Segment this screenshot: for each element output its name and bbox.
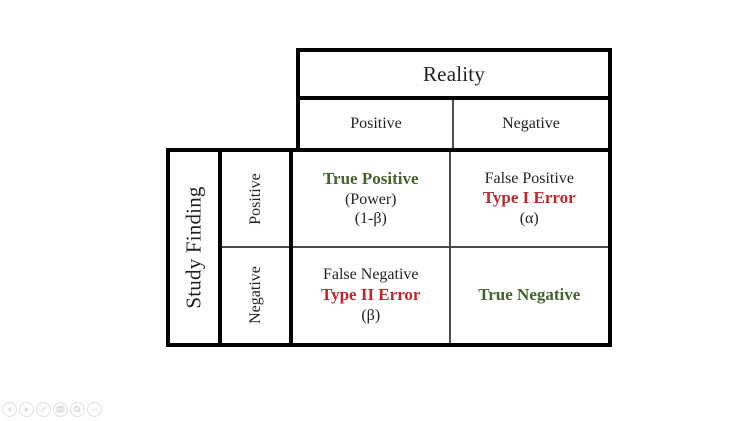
matrix-row-positive: True Positive (Power) (1-β) False Positi… <box>293 152 608 248</box>
pen-icon[interactable] <box>36 401 51 417</box>
matrix-body-block: Study Finding Positive Negative True Pos… <box>166 148 612 347</box>
cell-true-positive: True Positive (Power) (1-β) <box>293 152 451 246</box>
matrix-row-negative: False Negative Type II Error (β) True Ne… <box>293 247 609 344</box>
previous-icon[interactable] <box>2 401 17 417</box>
cell-true-positive-line-1: True Positive <box>322 168 419 188</box>
reality-subcolumn-positive: Positive <box>300 100 454 148</box>
cell-false-negative-line-3: (β) <box>361 306 381 324</box>
viewer-toolbar[interactable] <box>2 400 102 418</box>
cell-false-negative-line-1: False Negative <box>322 266 419 284</box>
cell-false-positive: False Positive Type I Error (α) <box>451 152 609 246</box>
cell-true-negative-line-1: True Negative <box>478 284 581 304</box>
cell-false-negative: False Negative Type II Error (β) <box>293 247 451 343</box>
reality-title: Reality <box>300 52 608 100</box>
cell-true-negative: True Negative <box>451 248 609 344</box>
study-finding-label: Study Finding <box>170 152 222 343</box>
row-label-column: Positive Negative <box>222 152 293 343</box>
copy-icon[interactable] <box>53 401 68 417</box>
cell-true-positive-line-3: (1-β) <box>354 210 387 228</box>
cell-false-positive-line-2: Type I Error <box>482 188 576 208</box>
matrix-grid: True Positive (Power) (1-β) False Positi… <box>293 152 608 343</box>
cell-false-negative-line-2: Type II Error <box>321 284 421 304</box>
row-label-negative-text: Negative <box>246 266 264 325</box>
confusion-matrix-figure: Reality Positive Negative Study Finding … <box>166 48 612 347</box>
play-icon[interactable] <box>19 401 34 417</box>
row-label-positive-text: Positive <box>246 172 264 225</box>
row-label-negative: Negative <box>222 248 289 344</box>
cell-false-positive-line-1: False Positive <box>484 169 574 187</box>
reality-header-block: Reality Positive Negative <box>296 48 612 152</box>
search-icon[interactable] <box>70 401 85 417</box>
row-label-positive: Positive <box>222 152 289 248</box>
study-finding-label-text: Study Finding <box>181 186 206 309</box>
cell-false-positive-line-3: (α) <box>519 210 539 228</box>
more-icon[interactable] <box>87 401 102 417</box>
reality-subcolumn-row: Positive Negative <box>300 100 608 148</box>
cell-true-positive-line-2: (Power) <box>344 190 397 208</box>
reality-subcolumn-negative: Negative <box>502 115 560 132</box>
